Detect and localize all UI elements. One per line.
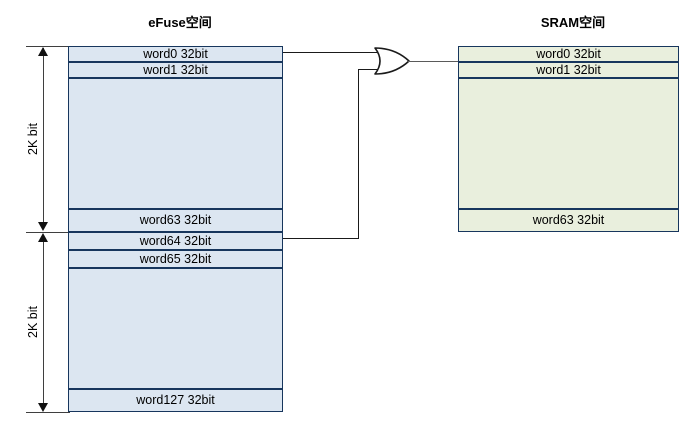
efuse-row-gap-upper	[68, 78, 283, 209]
sram-row-word63[interactable]: word63 32bit	[458, 209, 679, 232]
measure-arrow-down-lower	[38, 403, 48, 412]
efuse-row-word63[interactable]: word63 32bit	[68, 209, 283, 232]
wire-word64-vertical	[358, 69, 359, 239]
measure-arrow-down-upper	[38, 222, 48, 231]
efuse-row-word65[interactable]: word65 32bit	[68, 250, 283, 268]
efuse-top-rule	[26, 46, 70, 47]
efuse-measure-label-upper: 2K bit	[26, 123, 40, 155]
measure-arrow-up-lower	[38, 233, 48, 242]
sram-space-title: SRAM空间	[540, 15, 606, 30]
efuse-row-word127[interactable]: word127 32bit	[68, 389, 283, 412]
sram-row-word1[interactable]: word1 32bit	[458, 62, 679, 78]
efuse-bottom-rule	[26, 412, 70, 413]
measure-arrow-up-upper	[38, 47, 48, 56]
efuse-space-title: eFuse空间	[148, 15, 212, 30]
efuse-row-word1[interactable]: word1 32bit	[68, 62, 283, 78]
wire-word0-to-gate	[283, 52, 378, 53]
efuse-mid-rule	[26, 232, 70, 233]
sram-row-word0[interactable]: word0 32bit	[458, 46, 679, 62]
efuse-measure-line-upper	[43, 48, 44, 228]
or-gate	[373, 40, 413, 82]
efuse-row-gap-lower	[68, 268, 283, 389]
sram-row-gap	[458, 78, 679, 209]
efuse-row-word0[interactable]: word0 32bit	[68, 46, 283, 62]
wire-word64-horizontal	[283, 238, 359, 239]
wire-word64-to-gate	[358, 69, 380, 70]
wire-gate-to-sram	[408, 61, 459, 62]
efuse-measure-label-lower: 2K bit	[26, 306, 40, 338]
efuse-measure-line-lower	[43, 236, 44, 408]
efuse-row-word64[interactable]: word64 32bit	[68, 232, 283, 250]
